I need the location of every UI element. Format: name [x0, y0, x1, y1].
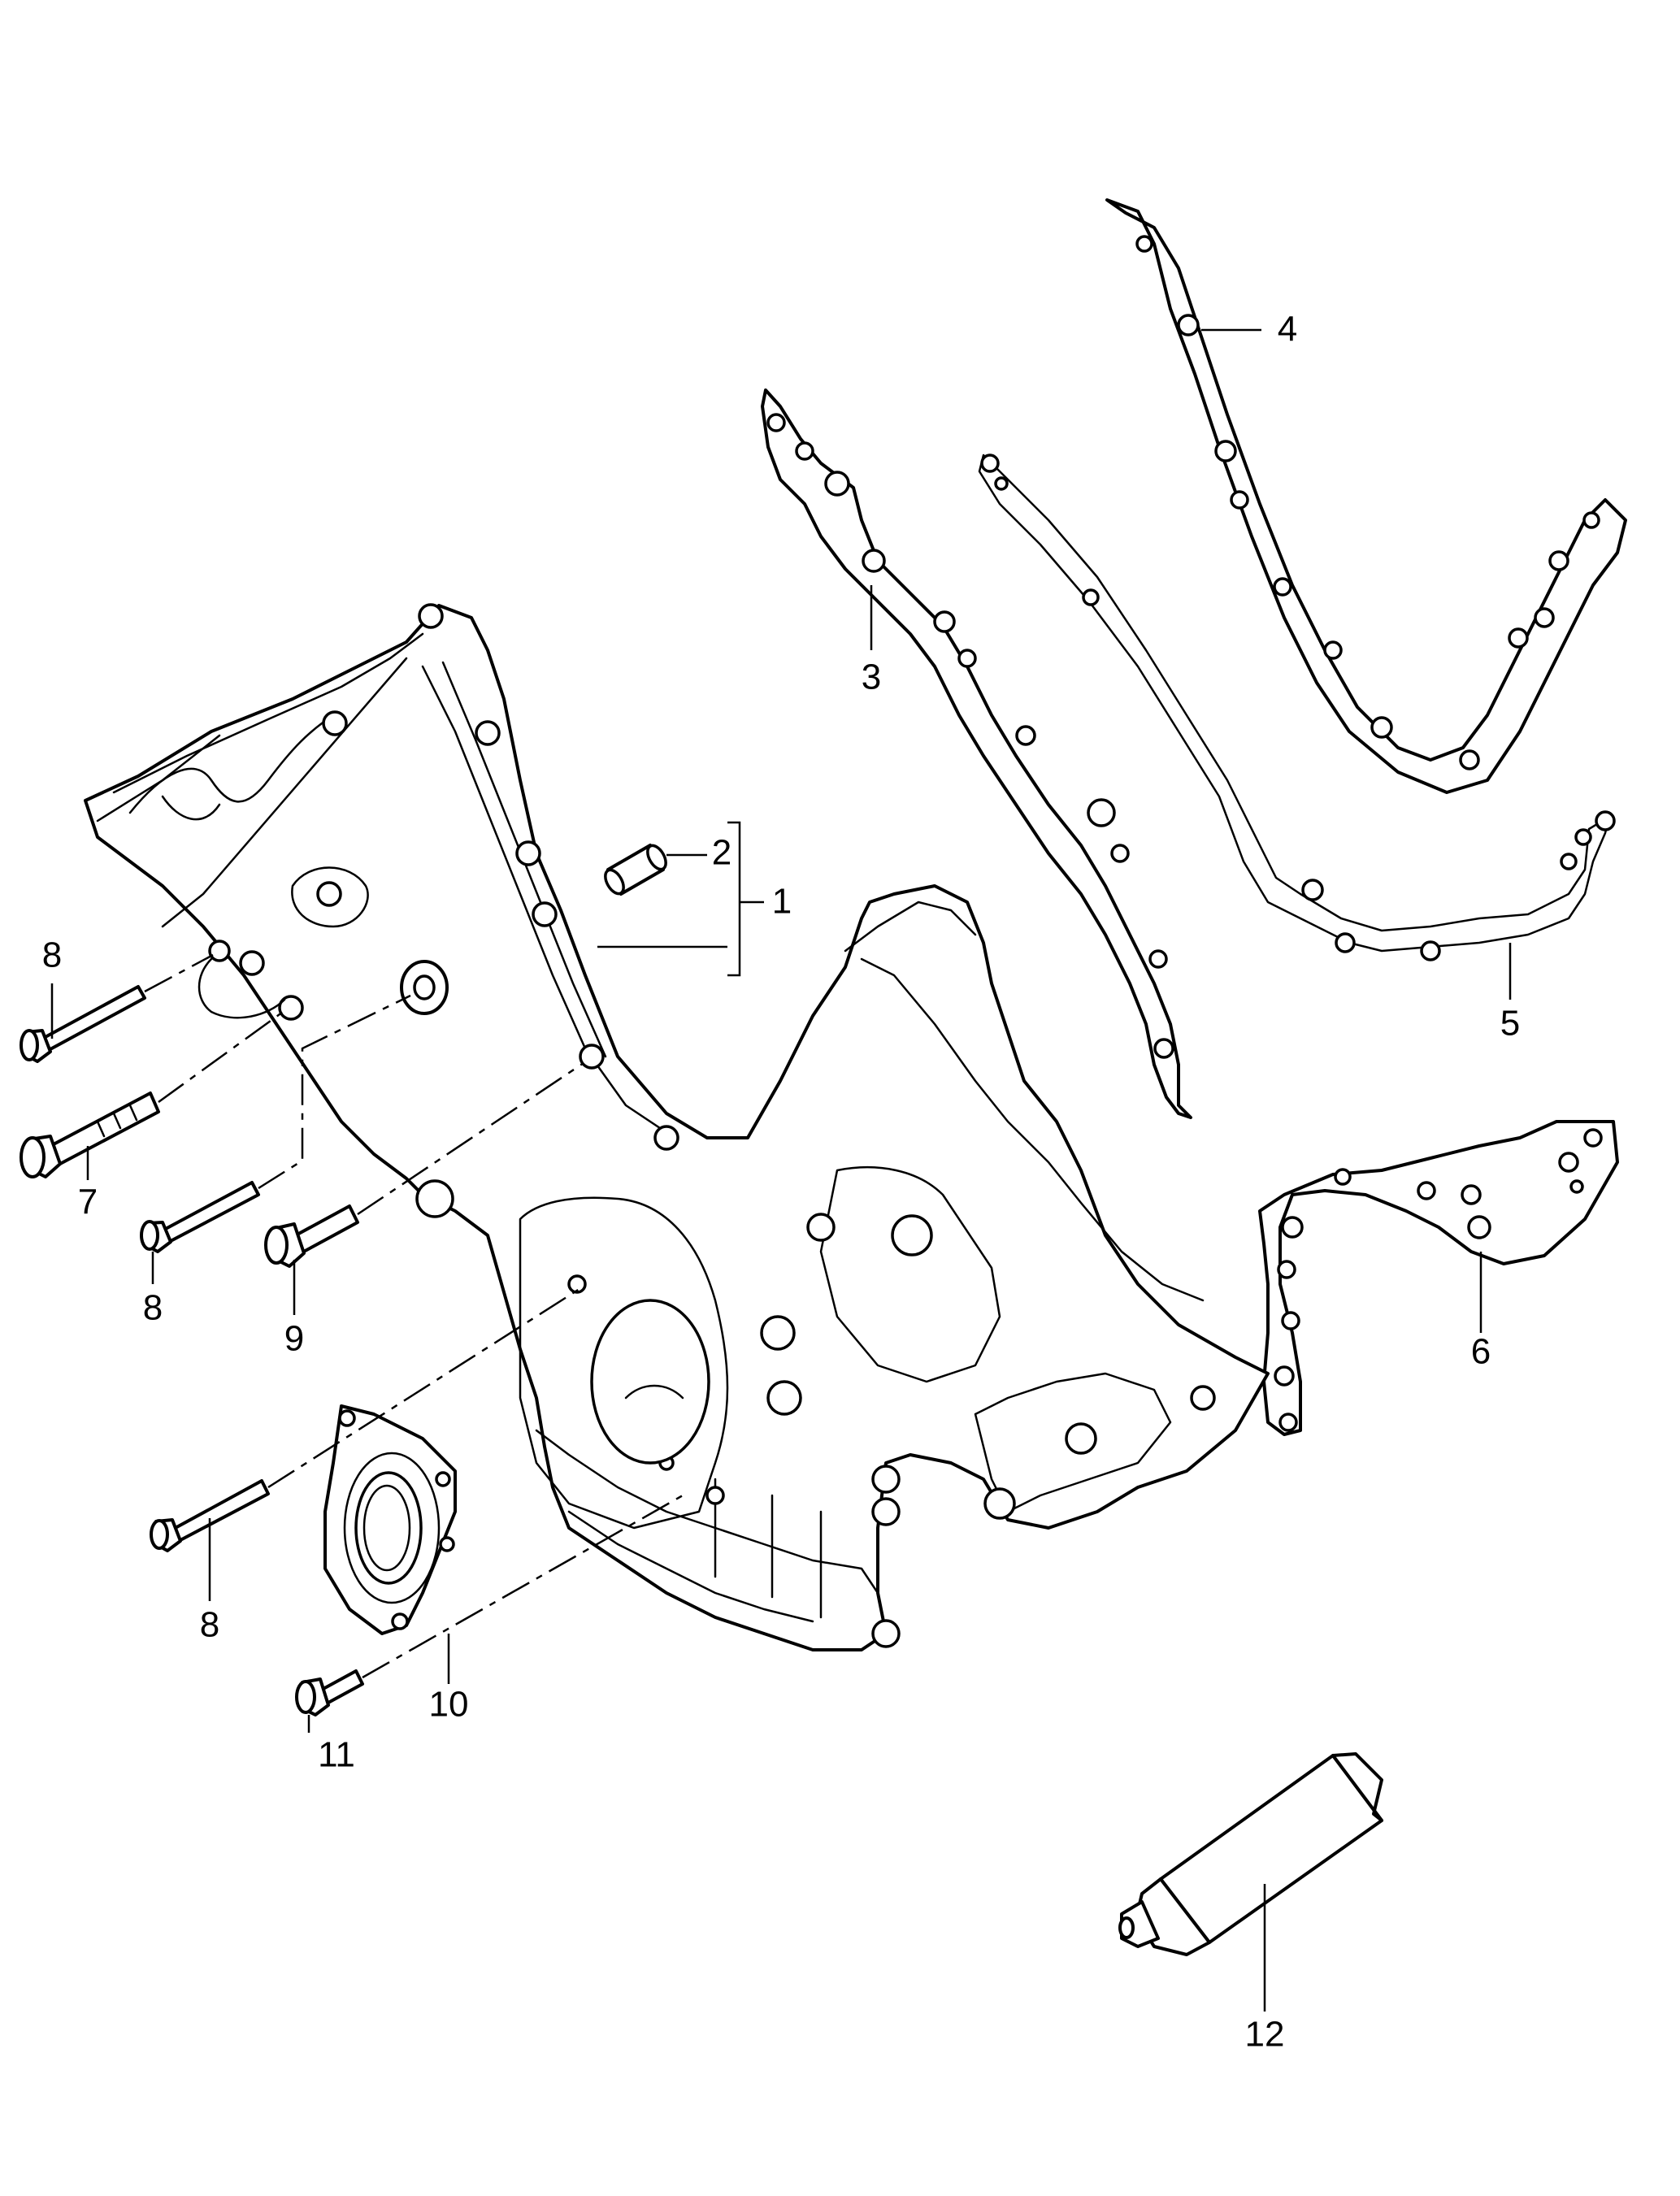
callout-8-top-label: 8	[42, 935, 62, 975]
dowel-sleeve	[604, 844, 667, 896]
gasket-4	[1105, 198, 1627, 794]
callout-2-label: 2	[712, 833, 731, 873]
callout-7: 7	[78, 1146, 98, 1222]
gasket-3	[761, 388, 1192, 1119]
bolt-9	[264, 1204, 359, 1268]
callout-4: 4	[1201, 310, 1297, 349]
callout-11-label: 11	[318, 1735, 355, 1775]
assembly-lines	[144, 953, 684, 1679]
callout-8-bottom-label: 8	[200, 1605, 219, 1645]
callout-9-label: 9	[284, 1319, 304, 1359]
callout-4-label: 4	[1278, 310, 1297, 349]
callout-11: 11	[307, 1715, 355, 1775]
gasket-5	[978, 454, 1616, 961]
crank-seal-carrier	[323, 1404, 457, 1635]
callout-3: 3	[862, 585, 881, 697]
bolt-8-middle	[140, 1181, 260, 1253]
callout-6-label: 6	[1471, 1332, 1491, 1372]
bolt-8-top	[20, 985, 146, 1063]
callout-12: 12	[1245, 1884, 1285, 2055]
callout-10: 10	[429, 1634, 469, 1725]
callout-8-top: 8	[42, 935, 62, 1039]
callout-8-bottom: 8	[200, 1518, 219, 1645]
callout-1-2-bracket: 2 1	[597, 821, 792, 977]
callout-8-middle: 8	[143, 1252, 163, 1328]
callout-5-label: 5	[1500, 1004, 1520, 1044]
callout-7-label: 7	[78, 1183, 98, 1222]
seal-washer	[400, 960, 449, 1015]
callout-8-middle-label: 8	[143, 1288, 163, 1328]
callout-1-label: 1	[772, 882, 792, 922]
callout-10-label: 10	[429, 1685, 469, 1725]
bolt-11	[295, 1669, 364, 1716]
callout-5: 5	[1500, 943, 1520, 1044]
bolt-8-bottom	[150, 1479, 270, 1552]
bolt-7	[20, 1091, 160, 1178]
callout-6: 6	[1471, 1252, 1491, 1372]
callout-12-label: 12	[1245, 2015, 1285, 2055]
sealant-tube	[1118, 1752, 1383, 1956]
callout-3-label: 3	[862, 657, 881, 697]
timing-cover	[84, 603, 1270, 1651]
gasket-6	[1258, 1120, 1619, 1436]
callout-9: 9	[284, 1260, 304, 1359]
